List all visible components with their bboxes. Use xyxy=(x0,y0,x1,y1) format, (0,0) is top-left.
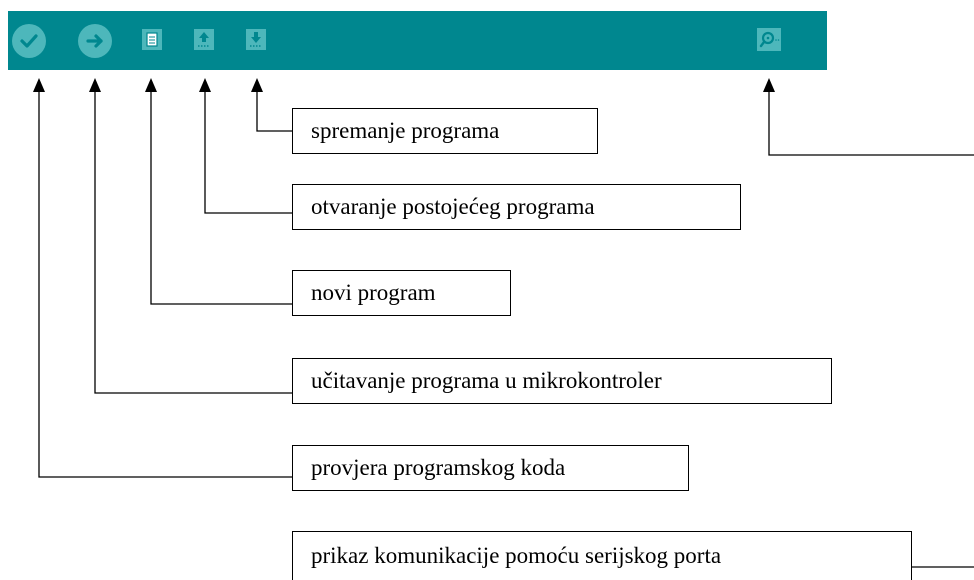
verify-label: provjera programskog koda xyxy=(292,445,689,491)
save-button[interactable] xyxy=(246,29,266,50)
open-connector xyxy=(204,90,293,214)
save-arrowhead xyxy=(251,78,263,92)
upload-connector xyxy=(94,90,293,394)
upload-button[interactable] xyxy=(78,24,112,58)
upload-label: učitavanje programa u mikrokontroler xyxy=(292,358,832,404)
save-label: spremanje programa xyxy=(292,108,598,154)
verify-connector xyxy=(38,90,293,478)
new-connector xyxy=(150,90,293,305)
arrow-up-icon xyxy=(198,32,210,47)
serial-monitor-button[interactable] xyxy=(757,28,781,51)
arrow-down-icon xyxy=(250,32,262,47)
new-label: novi program xyxy=(292,270,511,316)
upload-arrowhead xyxy=(89,78,101,92)
verify-arrowhead xyxy=(33,78,45,92)
arduino-toolbar xyxy=(8,11,827,70)
new-arrowhead xyxy=(145,78,157,92)
open-arrowhead xyxy=(199,78,211,92)
open-label: otvaranje postojećeg programa xyxy=(292,184,741,230)
open-button[interactable] xyxy=(194,29,214,50)
serial-monitor-connector xyxy=(768,90,974,156)
magnifier-icon xyxy=(759,31,780,48)
verify-button[interactable] xyxy=(12,24,46,58)
serial-monitor-arrowhead xyxy=(763,78,775,92)
arrow-right-icon xyxy=(86,34,103,48)
checkmark-icon xyxy=(20,34,38,48)
serial-monitor-label: prikaz komunikacije pomoću serijskog por… xyxy=(292,531,912,580)
new-button[interactable] xyxy=(142,29,162,50)
save-connector xyxy=(256,90,293,132)
new-file-icon xyxy=(146,32,158,47)
